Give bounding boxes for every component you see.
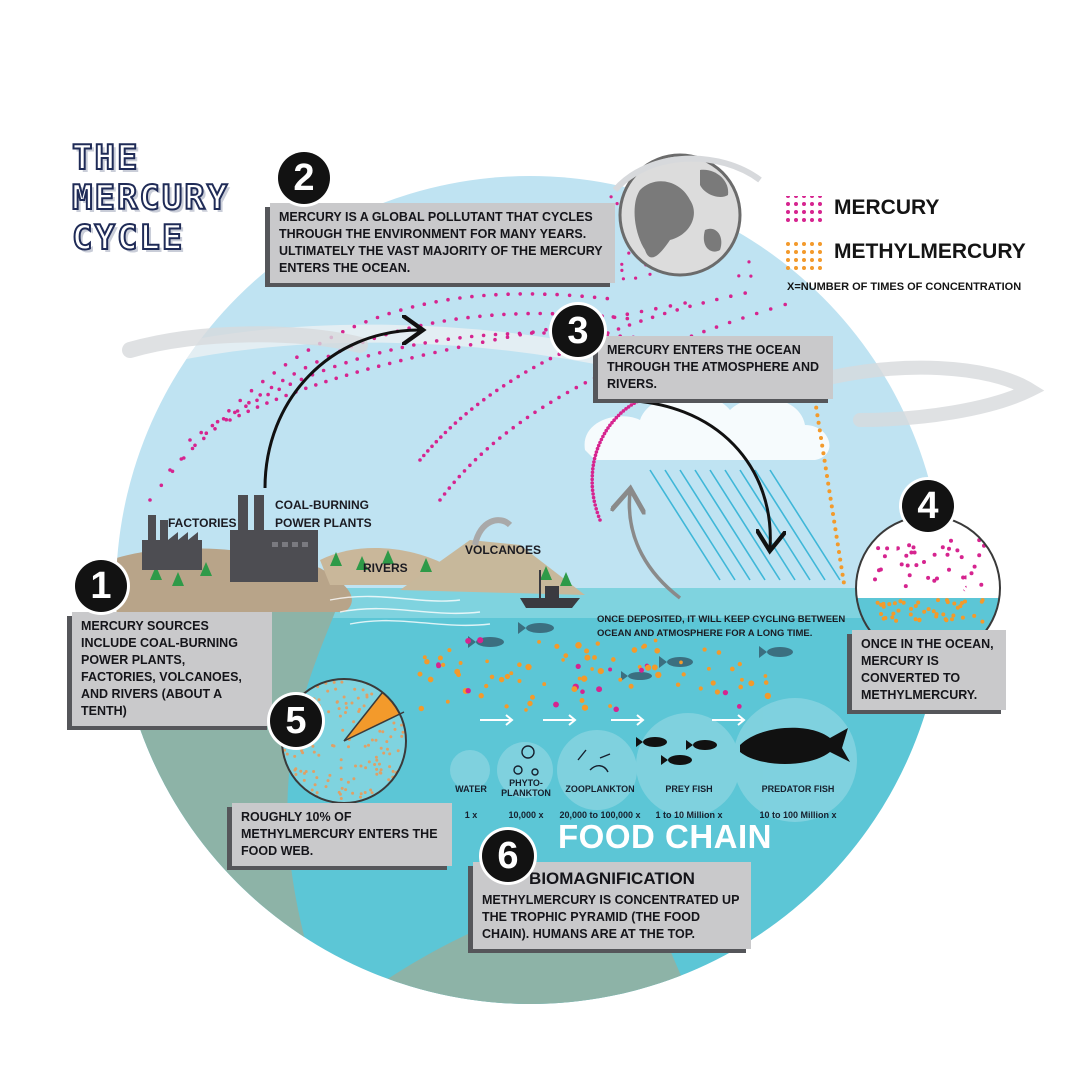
page-title: THE MERCURY CYCLE bbox=[71, 137, 230, 259]
volcano-icon bbox=[400, 540, 585, 595]
legend-mercury: MERCURY bbox=[834, 196, 940, 219]
arrow-icon bbox=[263, 330, 420, 489]
legend-note: X=NUMBER OF TIMES OF CONCENTRATION bbox=[787, 281, 1022, 293]
step-3-badge: 3 bbox=[552, 305, 604, 357]
biomagnification-text: METHYLMERCURY IS CONCENTRATED UP THE TRO… bbox=[482, 893, 740, 941]
step-6-badge: 6 bbox=[482, 830, 534, 882]
label-power-plants-2: POWER PLANTS bbox=[275, 516, 372, 530]
label-rivers: RIVERS bbox=[363, 561, 408, 575]
power-plant-icon bbox=[230, 495, 318, 582]
step-4-badge: 4 bbox=[902, 480, 954, 532]
arrow-icon bbox=[614, 398, 770, 548]
step-4-box: ONCE IN THE OCEAN, MERCURY IS CONVERTED … bbox=[852, 630, 1006, 710]
step-6-box: BIOMAGNIFICATION METHYLMERCURY IS CONCEN… bbox=[473, 862, 751, 949]
step-3-box: MERCURY ENTERS THE OCEAN THROUGH THE ATM… bbox=[598, 336, 833, 399]
food-chain-level-prey-fish: PREY FISH 1 to 10 Million x bbox=[655, 784, 723, 820]
step-1-box: MERCURY SOURCES INCLUDE COAL-BURNING POW… bbox=[72, 612, 272, 726]
step-2-badge: 2 bbox=[278, 152, 330, 204]
label-cycling-1: ONCE DEPOSITED, IT WILL KEEP CYCLING BET… bbox=[597, 614, 846, 625]
cloud-icon bbox=[584, 393, 830, 460]
food-chain-title: FOOD CHAIN bbox=[558, 818, 772, 855]
food-chain-level-water: WATER 1 x bbox=[455, 784, 487, 820]
step-2-box: MERCURY IS A GLOBAL POLLUTANT THAT CYCLE… bbox=[270, 203, 615, 283]
label-volcanoes: VOLCANOES bbox=[465, 543, 542, 557]
legend-methylmercury: METHYLMERCURY bbox=[834, 240, 1026, 263]
food-chain-level-phytoplankton: PHYTO- PLANKTON 10,000 x bbox=[501, 778, 551, 820]
biomagnification-title: BIOMAGNIFICATION bbox=[529, 869, 695, 888]
food-chain-level-predator-fish: PREDATOR FISH 10 to 100 Million x bbox=[759, 784, 837, 820]
fishing-boat-icon bbox=[520, 570, 580, 608]
step-5-box: ROUGHLY 10% OF METHYLMERCURY ENTERS THE … bbox=[232, 803, 452, 866]
label-factories: FACTORIES bbox=[168, 516, 237, 530]
plankton-icon bbox=[513, 745, 611, 776]
label-power-plants-1: COAL-BURNING bbox=[275, 498, 369, 512]
label-cycling-2: OCEAN AND ATMOSPHERE FOR A LONG TIME. bbox=[597, 628, 813, 639]
food-chain-level-zooplankton: ZOOPLANKTON 20,000 to 100,000 x bbox=[559, 784, 641, 820]
arrow-icon bbox=[629, 492, 682, 600]
factory-icon bbox=[142, 515, 202, 570]
step-5-badge: 5 bbox=[270, 695, 322, 747]
predator-fish-icon bbox=[740, 727, 850, 764]
step-1-badge: 1 bbox=[75, 560, 127, 612]
fish-icon bbox=[468, 622, 793, 681]
globe-icon bbox=[612, 153, 762, 277]
